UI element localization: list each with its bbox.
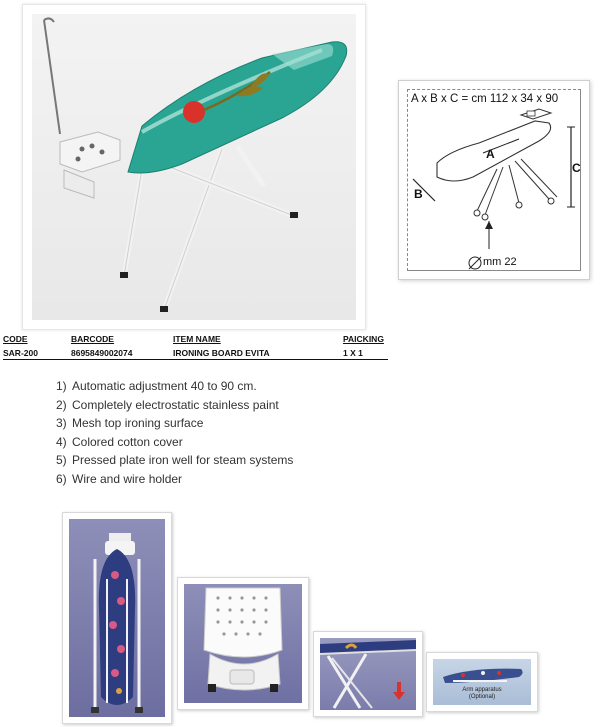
list-item: 4)Colored cotton cover — [56, 434, 183, 449]
cell-barcode: 8695849002074 — [71, 348, 133, 358]
iron-rest — [59, 131, 121, 173]
features-list: 1)Automatic adjustment 40 to 90 cm. 2)Co… — [56, 377, 293, 489]
iron-rest-base — [63, 169, 95, 199]
pipe-diameter-text: mm 22 — [483, 256, 517, 268]
cell-item-name: IRONING BOARD EVITA — [173, 348, 270, 358]
dimension-a-label: A — [486, 147, 495, 161]
dimension-diagram: A x B x C = cm 112 x 34 x 90 A B C mm 22 — [398, 80, 590, 280]
arm-apparatus-image — [443, 668, 523, 683]
ironing-board-illustration — [43, 17, 348, 312]
thumbnail-leg-mechanism — [313, 631, 423, 717]
product-table: CODE BARCODE ITEM NAME PAICKING SAR-200 … — [3, 334, 388, 360]
board-leg — [234, 144, 267, 188]
wire-holder-hook — [43, 17, 55, 23]
thumbnail-iron-rest — [177, 577, 309, 710]
iron-rest-image — [203, 587, 283, 692]
dimensions-text: A x B x C = cm 112 x 34 x 90 — [411, 93, 559, 105]
header-code: CODE — [3, 334, 28, 344]
leg-mechanism-image — [320, 640, 416, 709]
product-photo — [22, 4, 366, 330]
list-item: 3)Mesh top ironing surface — [56, 416, 204, 431]
board-line-drawing — [412, 108, 575, 270]
list-item: 1)Automatic adjustment 40 to 90 cm. — [56, 379, 257, 393]
cell-code: SAR-200 — [3, 348, 38, 358]
table-header-row: CODE BARCODE ITEM NAME PAICKING — [3, 334, 388, 347]
header-item-name: ITEM NAME — [173, 334, 221, 344]
arm-apparatus-caption: Arm apparatus (Optional) — [462, 687, 502, 700]
header-packing: PAICKING — [343, 334, 384, 344]
list-item: 5)Pressed plate iron well for steam syst… — [56, 453, 294, 468]
list-item: 6)Wire and wire holder — [56, 471, 183, 486]
thumbnail-folded-board — [62, 512, 172, 724]
arrow-down-icon — [393, 692, 405, 700]
product-photo-backdrop — [32, 14, 356, 320]
flower-print — [183, 101, 205, 123]
list-item: 2)Completely electrostatic stainless pai… — [56, 397, 279, 412]
header-barcode: BARCODE — [71, 334, 114, 344]
dimension-b-label: B — [414, 187, 423, 201]
table-row: SAR-200 8695849002074 IRONING BOARD EVIT… — [3, 347, 388, 360]
diagram-frame — [407, 89, 581, 271]
thumbnail-arm-apparatus: Arm apparatus (Optional) — [426, 652, 538, 712]
wire-holder-rod — [43, 19, 61, 135]
folded-board-image — [91, 533, 143, 713]
cell-packing: 1 X 1 — [343, 348, 363, 358]
dimension-c-label: C — [572, 161, 581, 175]
ironing-board-top — [127, 41, 348, 174]
